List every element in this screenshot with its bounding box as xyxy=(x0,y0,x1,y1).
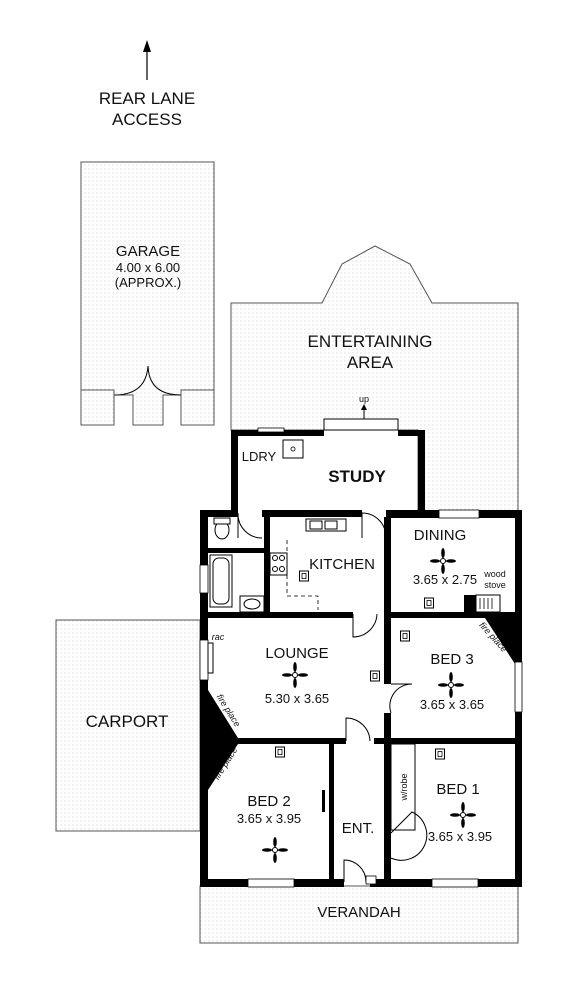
lounge-vent-icon xyxy=(370,670,380,682)
bed3-vent-icon xyxy=(400,630,410,642)
interior-walls xyxy=(208,517,522,879)
bathtub-icon xyxy=(209,554,233,608)
entertaining-label-2: AREA xyxy=(347,353,394,372)
kitchen-sink-icon xyxy=(305,518,347,532)
wood-stove-label-2: stove xyxy=(484,580,506,590)
dining-label: DINING xyxy=(414,527,467,544)
rear-lane-label-2: ACCESS xyxy=(112,110,182,129)
bed3-size: 3.65 x 3.65 xyxy=(420,697,484,712)
dining-size: 3.65 x 2.75 xyxy=(413,572,477,587)
bed2-label: BED 2 xyxy=(247,793,290,810)
verandah-area xyxy=(199,885,519,944)
bed3-label: BED 3 xyxy=(430,651,473,668)
laundry-label: LDRY xyxy=(242,449,277,464)
kitchen-vent-icon xyxy=(299,570,309,582)
kitchen-label: KITCHEN xyxy=(309,556,375,573)
bed2-size: 3.65 x 3.95 xyxy=(237,811,301,826)
rear-lane-arrow-icon xyxy=(143,40,151,80)
dining-fan-icon xyxy=(429,547,457,575)
dining-vent-icon xyxy=(424,597,434,609)
lounge-label: LOUNGE xyxy=(265,645,328,662)
laundry-tub-icon xyxy=(282,439,304,459)
entry-label: ENT. xyxy=(342,820,375,837)
basin-icon xyxy=(239,595,265,613)
garage-note: (APPROX.) xyxy=(115,275,181,290)
rac-label: rac xyxy=(212,632,225,642)
bed2-fan-icon xyxy=(261,836,289,864)
study-label: STUDY xyxy=(328,467,386,486)
wardrobe-label: w/robe xyxy=(399,773,409,801)
rac-unit-icon xyxy=(207,642,214,674)
garage-label: GARAGE xyxy=(116,243,180,260)
toilet-icon xyxy=(213,517,231,540)
verandah-label: VERANDAH xyxy=(317,904,400,921)
bed2-vent-icon xyxy=(275,746,285,758)
step-up-label: up xyxy=(359,394,369,404)
bed1-label: BED 1 xyxy=(436,781,479,798)
doors xyxy=(237,512,428,885)
carport-label: CARPORT xyxy=(86,712,169,731)
bed1-size: 3.65 x 3.95 xyxy=(428,829,492,844)
kitchen-bench-outline xyxy=(286,540,319,610)
cooktop-icon xyxy=(269,552,288,576)
lounge-fan-icon xyxy=(281,661,309,689)
rear-lane-label: REAR LANE xyxy=(99,89,195,108)
entertaining-label: ENTERTAINING xyxy=(308,332,433,351)
bed3-fan-icon xyxy=(437,671,465,699)
bed1-vent-icon xyxy=(435,748,445,760)
bed1-fan-icon xyxy=(449,801,477,829)
carport-area xyxy=(55,619,201,832)
wood-stove-label: wood xyxy=(483,569,506,579)
sliding-door-step xyxy=(323,418,399,431)
garage-size: 4.00 x 6.00 xyxy=(116,260,180,275)
lounge-size: 5.30 x 3.65 xyxy=(265,691,329,706)
garage xyxy=(80,161,215,426)
